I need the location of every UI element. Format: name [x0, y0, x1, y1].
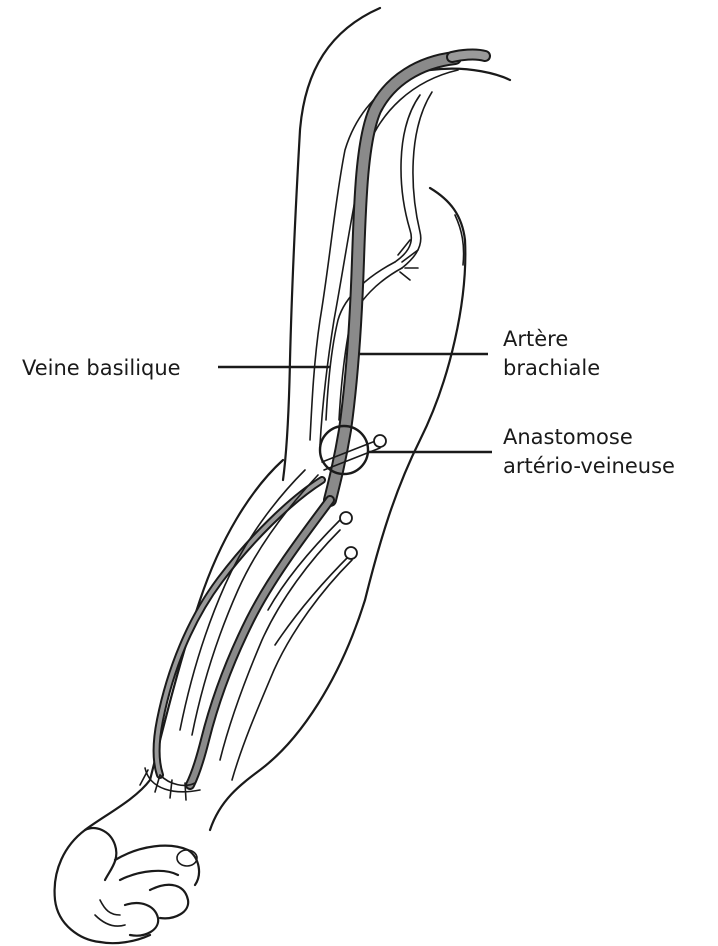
label-anastomose-line2: artério-veineuse — [503, 452, 675, 481]
label-veine-basilique: Veine basilique — [22, 354, 181, 383]
label-artere-line1: Artère — [503, 325, 600, 354]
arm-outline — [55, 8, 510, 942]
label-anastomose-line1: Anastomose — [503, 423, 675, 452]
label-anastomose: Anastomose artério-veineuse — [503, 423, 675, 481]
basilic-vein — [310, 60, 458, 445]
label-artere-line2: brachiale — [503, 354, 600, 383]
label-veine-basilique-text: Veine basilique — [22, 354, 181, 383]
hand — [85, 828, 199, 943]
forearm-vessels — [140, 470, 352, 800]
label-artere-brachiale: Artère brachiale — [503, 325, 600, 383]
